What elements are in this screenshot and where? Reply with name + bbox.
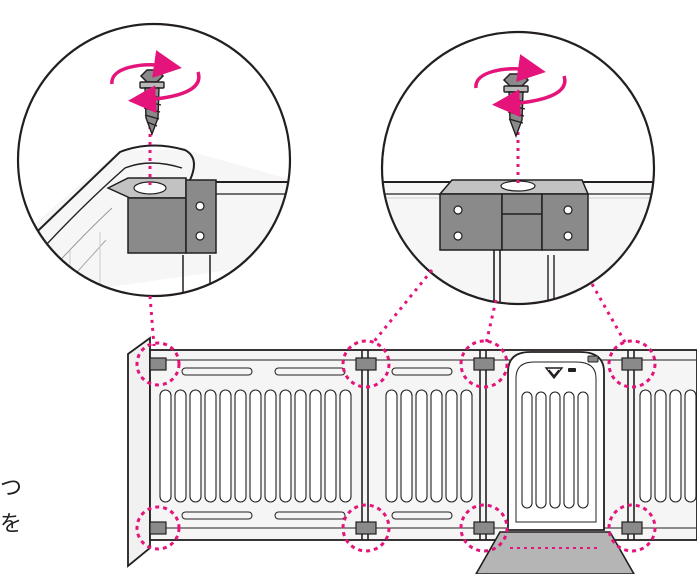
bracket-icon: [355, 357, 377, 371]
edge-text-line-2: を: [0, 512, 23, 537]
detail-circle-right: [380, 30, 656, 306]
detail-circle-left: [16, 22, 292, 298]
highlight-circles: [135, 339, 657, 553]
leader-lines: [148, 269, 628, 347]
bracket-icon: [621, 357, 643, 371]
bracket-icon: [473, 521, 495, 535]
bracket-icon: [473, 357, 495, 371]
edge-text-line-1: つ: [0, 476, 23, 501]
screw-icon: [139, 69, 165, 136]
bracket-icon: [355, 521, 377, 535]
gate-icon: [127, 336, 697, 574]
bracket-icon: [106, 177, 217, 254]
gate-brackets: [149, 357, 643, 535]
bracket-icon: [438, 179, 590, 251]
rotation-arrow-icon: [110, 50, 201, 114]
bracket-icon: [149, 357, 167, 371]
chevron-down-icon: [548, 369, 560, 378]
rotation-arrow-icon: [474, 54, 567, 118]
bracket-icon: [621, 521, 643, 535]
bracket-icon: [149, 521, 167, 535]
